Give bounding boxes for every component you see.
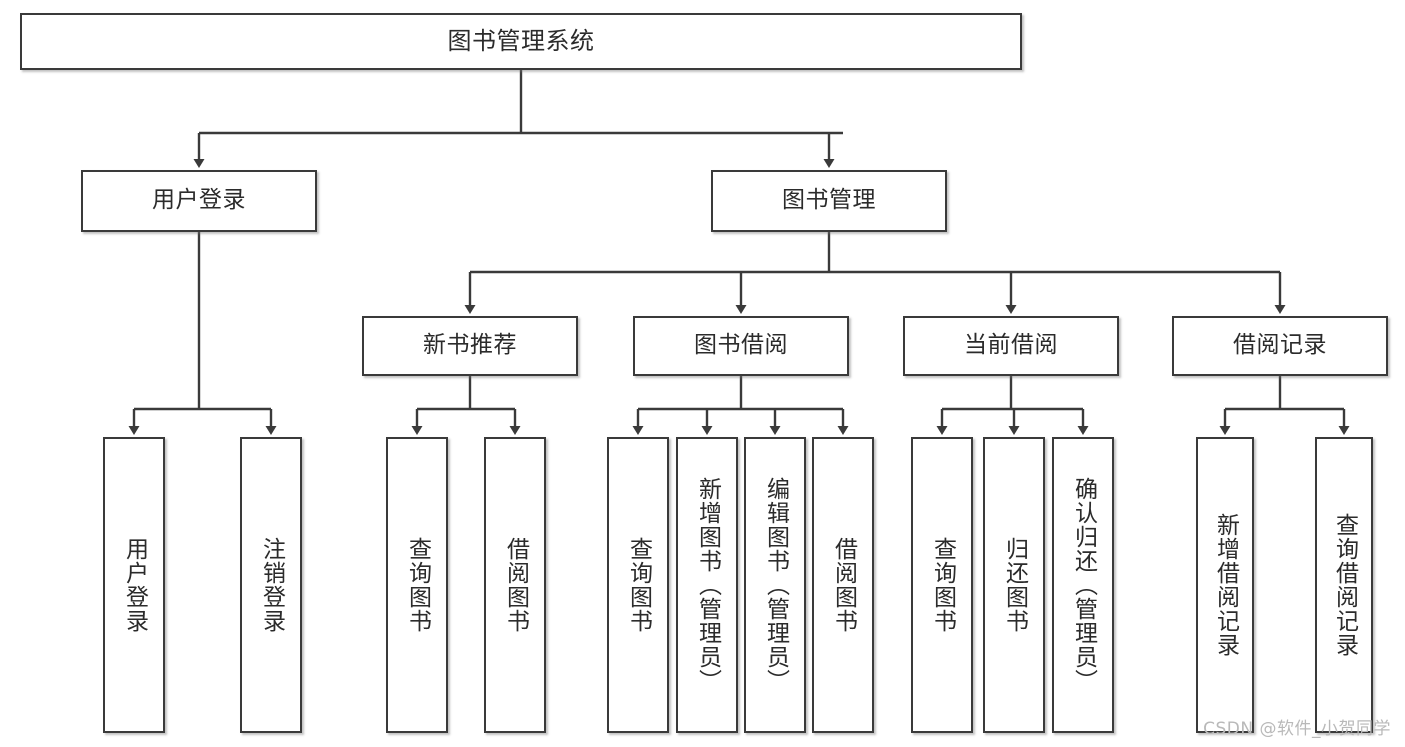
node-root[interactable]: 图书管理系统: [20, 13, 1022, 70]
leaf-query-book-borrow-label: 查询图书: [625, 537, 652, 633]
node-borrow-record[interactable]: 借阅记录: [1172, 316, 1388, 376]
leaf-user-login[interactable]: 用户登录: [103, 437, 165, 733]
leaf-borrow-book-recommend-label: 借阅图书: [502, 537, 529, 633]
leaf-add-book-admin[interactable]: 新增图书（管理员）: [676, 437, 738, 733]
leaf-return-book[interactable]: 归还图书: [983, 437, 1045, 733]
leaf-query-book-recommend[interactable]: 查询图书: [386, 437, 448, 733]
leaf-query-borrow-record-label: 查询借阅记录: [1331, 513, 1358, 657]
leaf-query-borrow-record[interactable]: 查询借阅记录: [1315, 437, 1373, 733]
leaf-add-borrow-record[interactable]: 新增借阅记录: [1196, 437, 1254, 733]
leaf-query-book-recommend-label: 查询图书: [404, 537, 431, 633]
leaf-return-book-label: 归还图书: [1001, 537, 1028, 633]
leaf-borrow-book[interactable]: 借阅图书: [812, 437, 874, 733]
leaf-user-login-label: 用户登录: [121, 537, 148, 633]
node-current-borrow[interactable]: 当前借阅: [903, 316, 1119, 376]
leaf-add-book-admin-label: 新增图书（管理员）: [694, 477, 721, 693]
leaf-edit-book-admin[interactable]: 编辑图书（管理员）: [744, 437, 806, 733]
leaf-user-logout-label: 注销登录: [258, 537, 285, 633]
leaf-query-book-current[interactable]: 查询图书: [911, 437, 973, 733]
node-new-book-recommend-label: 新书推荐: [423, 332, 517, 359]
leaf-query-book-current-label: 查询图书: [929, 537, 956, 633]
node-user-login-label: 用户登录: [152, 187, 246, 214]
leaf-borrow-book-recommend[interactable]: 借阅图书: [484, 437, 546, 733]
node-new-book-recommend[interactable]: 新书推荐: [362, 316, 578, 376]
leaf-confirm-return-admin[interactable]: 确认归还（管理员）: [1052, 437, 1114, 733]
leaf-edit-book-admin-label: 编辑图书（管理员）: [762, 477, 789, 693]
leaf-query-book-borrow[interactable]: 查询图书: [607, 437, 669, 733]
node-borrow-record-label: 借阅记录: [1233, 332, 1327, 359]
leaf-add-borrow-record-label: 新增借阅记录: [1212, 513, 1239, 657]
leaf-confirm-return-admin-label: 确认归还（管理员）: [1070, 477, 1097, 693]
node-user-login[interactable]: 用户登录: [81, 170, 317, 232]
node-root-label: 图书管理系统: [447, 27, 595, 56]
leaf-borrow-book-label: 借阅图书: [830, 537, 857, 633]
node-current-borrow-label: 当前借阅: [964, 332, 1058, 359]
node-book-borrow-label: 图书借阅: [694, 332, 788, 359]
node-book-borrow[interactable]: 图书借阅: [633, 316, 849, 376]
node-book-management[interactable]: 图书管理: [711, 170, 947, 232]
csdn-watermark: CSDN @软件_小贺同学: [1203, 719, 1391, 739]
leaf-user-logout[interactable]: 注销登录: [240, 437, 302, 733]
node-book-management-label: 图书管理: [782, 187, 876, 214]
